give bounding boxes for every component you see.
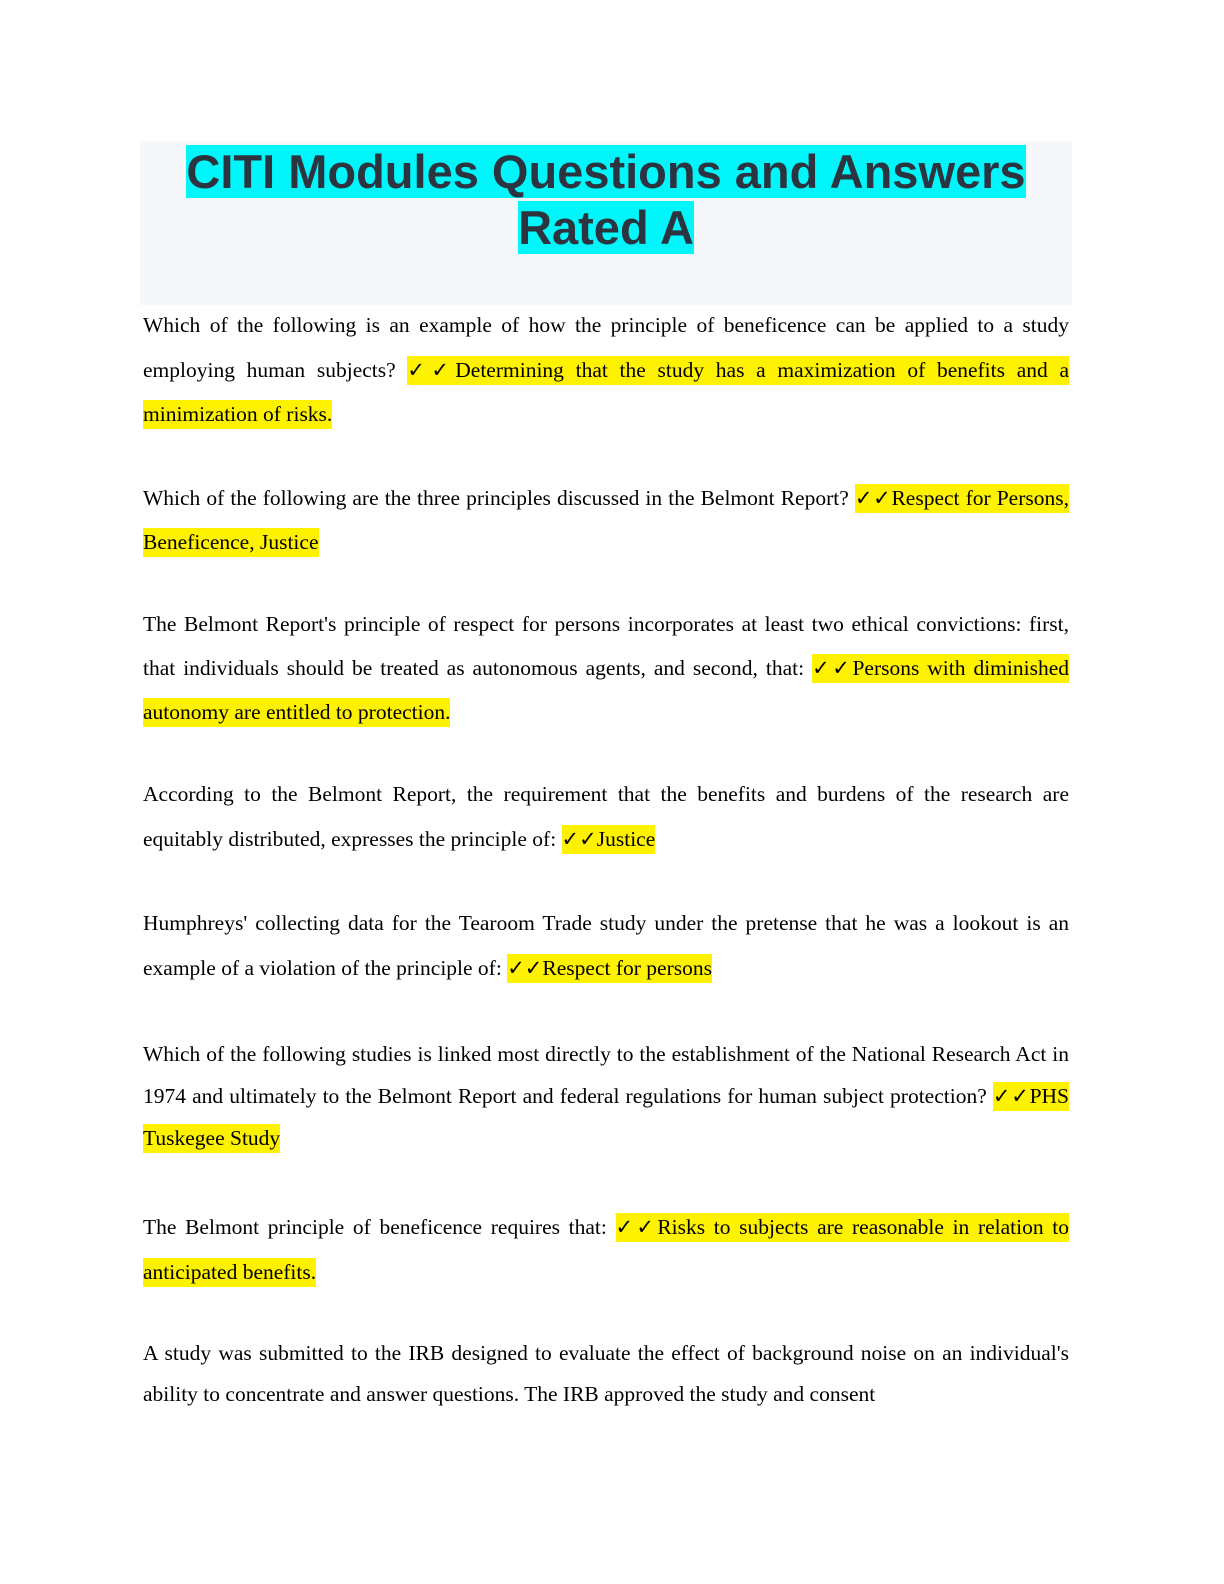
answer-text: Justice bbox=[596, 827, 656, 851]
question-text: Humphreys' collecting data for the Tearo… bbox=[143, 911, 1069, 980]
double-check-icon: ✓✓ bbox=[992, 1084, 1030, 1108]
answer-text: Persons with diminished autonomy are ent… bbox=[143, 656, 1070, 724]
qa-item: The Belmont principle of beneficence req… bbox=[143, 1205, 1069, 1294]
question-text: Which of the following is an example of … bbox=[143, 313, 1069, 382]
title-line-2: Rated A bbox=[518, 201, 694, 254]
question-text: According to the Belmont Report, the req… bbox=[143, 782, 1069, 851]
qa-item: Which of the following is an example of … bbox=[143, 303, 1069, 437]
double-check-icon: ✓✓ bbox=[561, 827, 597, 851]
qa-item: The Belmont Report's principle of respec… bbox=[143, 602, 1070, 734]
answer-text: Risks to subjects are reasonable in rela… bbox=[143, 1215, 1069, 1284]
document-title: CITI Modules Questions and Answers Rated… bbox=[140, 144, 1072, 256]
answer-highlight: ✓✓Justice bbox=[561, 825, 656, 854]
title-banner: CITI Modules Questions and Answers Rated… bbox=[140, 141, 1072, 305]
double-check-icon: ✓✓ bbox=[812, 656, 853, 680]
double-check-icon: ✓✓ bbox=[407, 357, 456, 382]
answer-text: Respect for Persons, Beneficence, Justic… bbox=[143, 486, 1069, 554]
question-text: The Belmont principle of beneficence req… bbox=[143, 1215, 607, 1239]
double-check-icon: ✓✓ bbox=[854, 486, 892, 510]
question-text: Which of the following studies is linked… bbox=[143, 1042, 1069, 1108]
question-text: The Belmont Report's principle of respec… bbox=[143, 612, 1069, 680]
answer-highlight: ✓✓Respect for persons bbox=[507, 954, 712, 983]
answer-text: Respect for persons bbox=[542, 956, 712, 980]
title-line-1: CITI Modules Questions and Answers bbox=[186, 145, 1026, 198]
question-text: A study was submitted to the IRB designe… bbox=[143, 1341, 1069, 1406]
answer-text: PHS Tuskegee Study bbox=[143, 1084, 1070, 1150]
qa-item: A study was submitted to the IRB designe… bbox=[143, 1333, 1069, 1414]
qa-item: According to the Belmont Report, the req… bbox=[143, 772, 1069, 862]
qa-item: Humphreys' collecting data for the Tearo… bbox=[143, 901, 1069, 991]
double-check-icon: ✓✓ bbox=[507, 956, 543, 980]
answer-text: Determining that the study has a maximiz… bbox=[143, 357, 1069, 427]
double-check-icon: ✓✓ bbox=[615, 1215, 658, 1239]
question-text: Which of the following are the three pri… bbox=[143, 486, 849, 510]
qa-item: Which of the following are the three pri… bbox=[143, 476, 1069, 564]
qa-item: Which of the following studies is linked… bbox=[143, 1033, 1070, 1159]
